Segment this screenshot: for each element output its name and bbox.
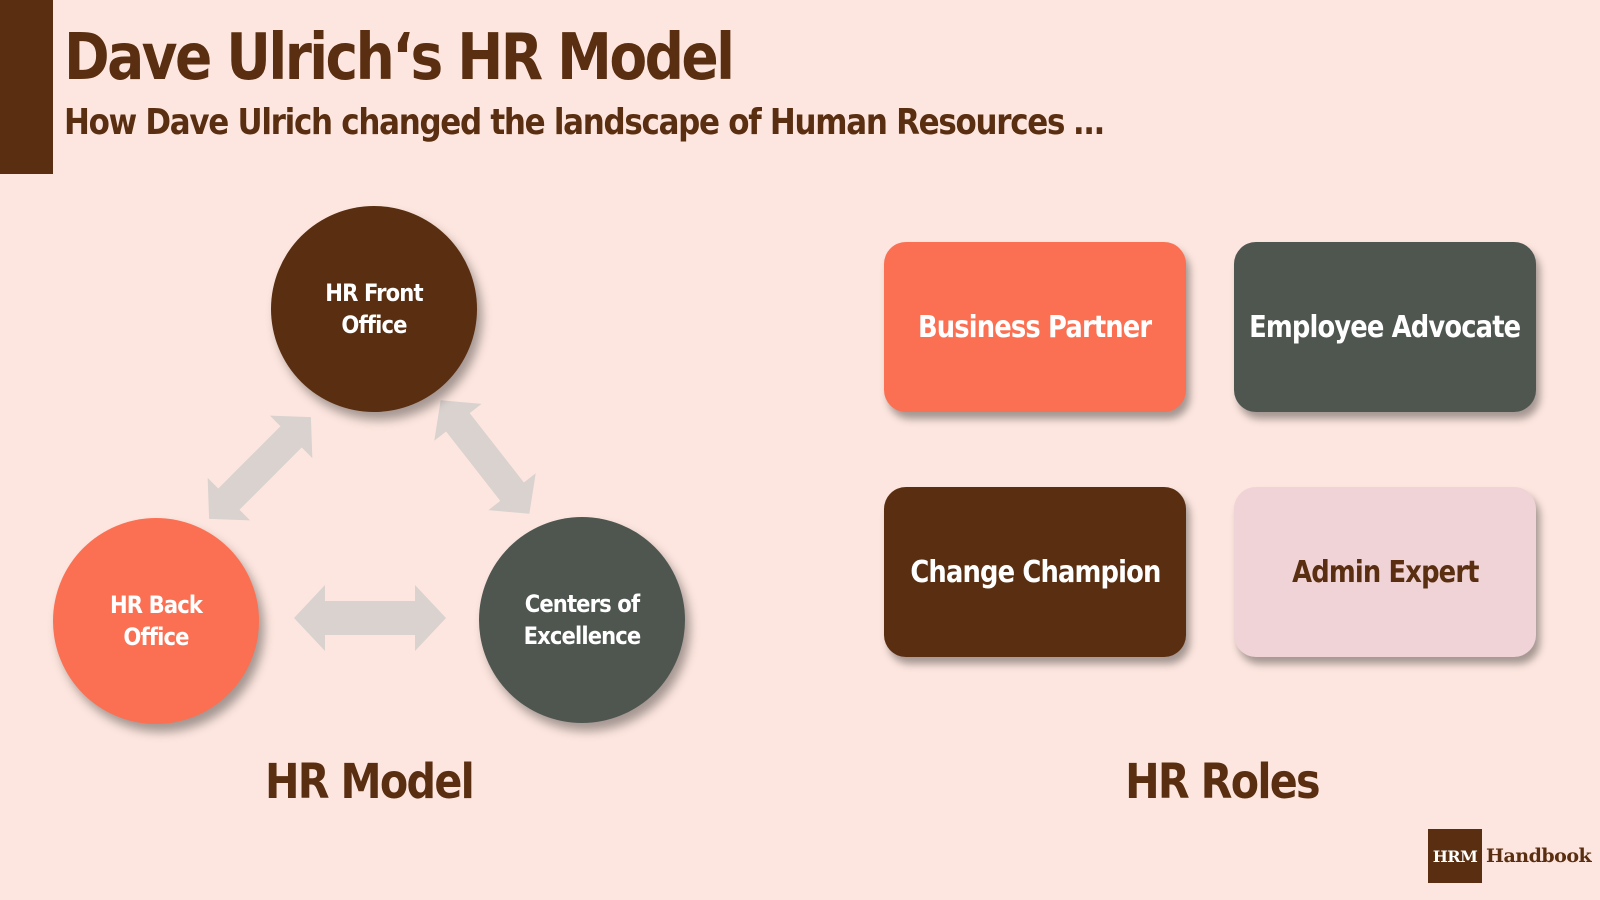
hr-front-office-node: HR Front Office — [271, 206, 477, 412]
page-subtitle: How Dave Ulrich changed the landscape of… — [64, 102, 1105, 143]
brand-logo: HRM Handbook — [1428, 829, 1592, 883]
hr-front-office-label: HR Front Office — [325, 279, 423, 339]
arrow-back-to-coe — [294, 585, 446, 651]
brand-logo-name: Handbook — [1486, 845, 1592, 867]
role-card-change-champion: Change Champion — [884, 487, 1186, 657]
centers-of-excellence-node: Centers of Excellence — [479, 517, 685, 723]
role-label-business-partner: Business Partner — [918, 309, 1152, 345]
role-label-admin-expert: Admin Expert — [1291, 554, 1479, 590]
brand-logo-box: HRM — [1428, 829, 1482, 883]
hr-roles-heading: HR Roles — [1125, 754, 1321, 810]
arrow-back-to-front — [207, 415, 313, 521]
arrow-front-to-coe — [434, 400, 536, 514]
title-accent-bar — [0, 0, 53, 174]
centers-of-excellence-label: Centers of Excellence — [523, 590, 642, 650]
role-label-change-champion: Change Champion — [909, 554, 1161, 590]
role-card-admin-expert: Admin Expert — [1234, 487, 1536, 657]
hr-model-heading: HR Model — [264, 754, 475, 810]
hr-back-office-label: HR Back Office — [109, 591, 203, 651]
role-label-employee-advocate: Employee Advocate — [1249, 309, 1521, 345]
hr-back-office-node: HR Back Office — [53, 518, 259, 724]
page-title: Dave Ulrich‘s HR Model — [64, 21, 735, 95]
role-card-business-partner: Business Partner — [884, 242, 1186, 412]
role-card-employee-advocate: Employee Advocate — [1234, 242, 1536, 412]
